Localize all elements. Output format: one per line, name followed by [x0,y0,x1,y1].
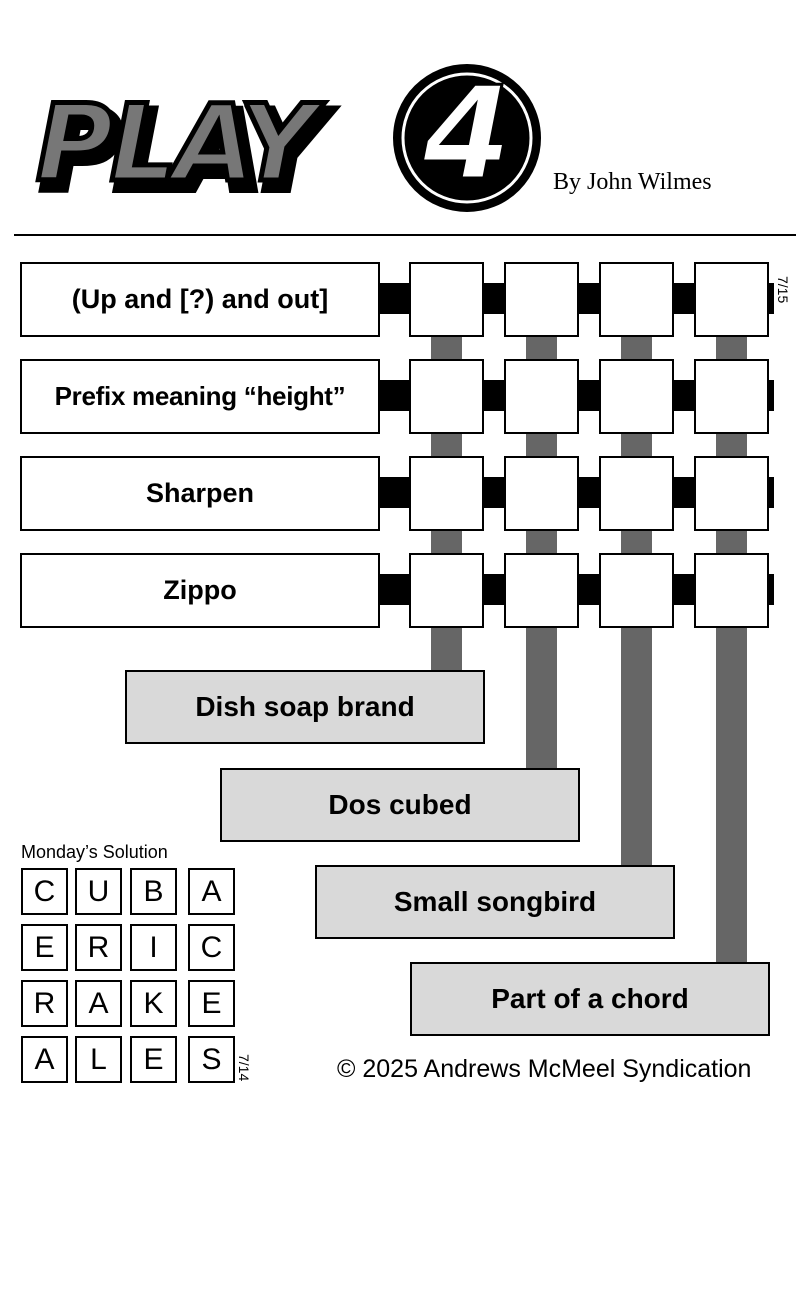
solution-title: Monday’s Solution [21,842,168,862]
answer-cell[interactable] [599,456,674,531]
answer-cell[interactable] [504,456,579,531]
solution-cell: B [130,868,177,915]
answer-cell[interactable] [599,359,674,434]
solution-cell: K [130,980,177,1027]
column-clue-3: Small songbird [315,865,675,939]
answer-cell[interactable] [694,359,769,434]
solution-cell: C [188,924,235,971]
answer-cell[interactable] [409,359,484,434]
header-divider [14,234,796,236]
answer-cell[interactable] [694,456,769,531]
column-clue-1: Dish soap brand [125,670,485,744]
answer-cell[interactable] [599,553,674,628]
solution-cell: E [21,924,68,971]
svg-text:PLAY: PLAY [36,82,325,205]
row-clue-1: (Up and [?) and out] [20,262,380,337]
solution-cell: A [75,980,122,1027]
answer-cell[interactable] [504,359,579,434]
svg-text:4: 4 [421,60,511,209]
solution-cell: U [75,868,122,915]
solution-cell: R [75,924,122,971]
play4-logo: PLAY PLAY 4 [30,59,550,220]
solution-cell: E [188,980,235,1027]
column-connector-4 [716,334,747,962]
solution-cell: E [130,1036,177,1083]
row-clue-3: Sharpen [20,456,380,531]
puzzle-date: 7/15 [775,276,791,304]
row-clue-2: Prefix meaning “height” [20,359,380,434]
answer-cell[interactable] [409,553,484,628]
answer-cell[interactable] [694,553,769,628]
column-clue-2: Dos cubed [220,768,580,842]
column-clue-4: Part of a chord [410,962,770,1036]
solution-cell: L [75,1036,122,1083]
solution-cell: C [21,868,68,915]
copyright: © 2025 Andrews McMeel Syndication [337,1055,752,1083]
solution-cell: R [21,980,68,1027]
solution-cell: A [188,868,235,915]
answer-cell[interactable] [504,553,579,628]
answer-cell[interactable] [599,262,674,337]
answer-cell[interactable] [409,456,484,531]
answer-cell[interactable] [409,262,484,337]
answer-cell[interactable] [504,262,579,337]
byline: By John Wilmes [553,169,712,195]
solution-date: 7/14 [236,1054,252,1082]
answer-cell[interactable] [694,262,769,337]
solution-cell: I [130,924,177,971]
svg-text:PLAY: PLAY [42,90,331,213]
solution-cell: A [21,1036,68,1083]
row-clue-4: Zippo [20,553,380,628]
solution-cell: S [188,1036,235,1083]
